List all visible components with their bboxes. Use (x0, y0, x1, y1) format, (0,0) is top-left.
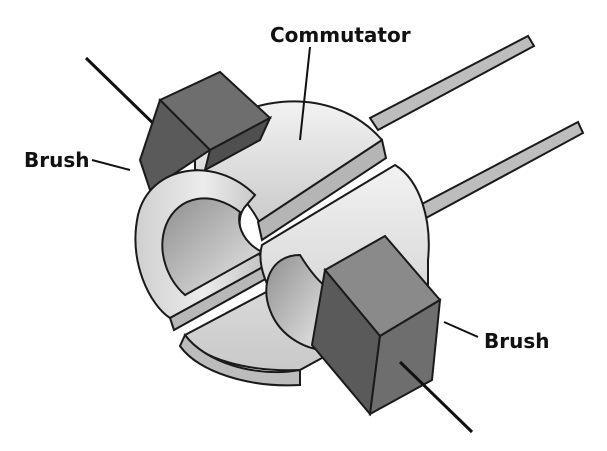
brush-lead-wire-right (398, 360, 474, 434)
brush-right (310, 234, 442, 417)
commutator-segment-left-face (134, 169, 280, 332)
leader-line-commutator (299, 46, 311, 141)
shaft-rod-lower (418, 120, 585, 220)
shaft-rod-upper (368, 34, 536, 132)
label-brush-left: Brush (24, 148, 90, 172)
label-commutator: Commutator (270, 23, 411, 47)
leader-line-brush-left (91, 159, 131, 171)
label-brush-right: Brush (484, 329, 550, 353)
brush-left (138, 70, 273, 192)
leader-line-brush-right (443, 321, 479, 338)
brush-lead-wire-left (84, 56, 162, 132)
